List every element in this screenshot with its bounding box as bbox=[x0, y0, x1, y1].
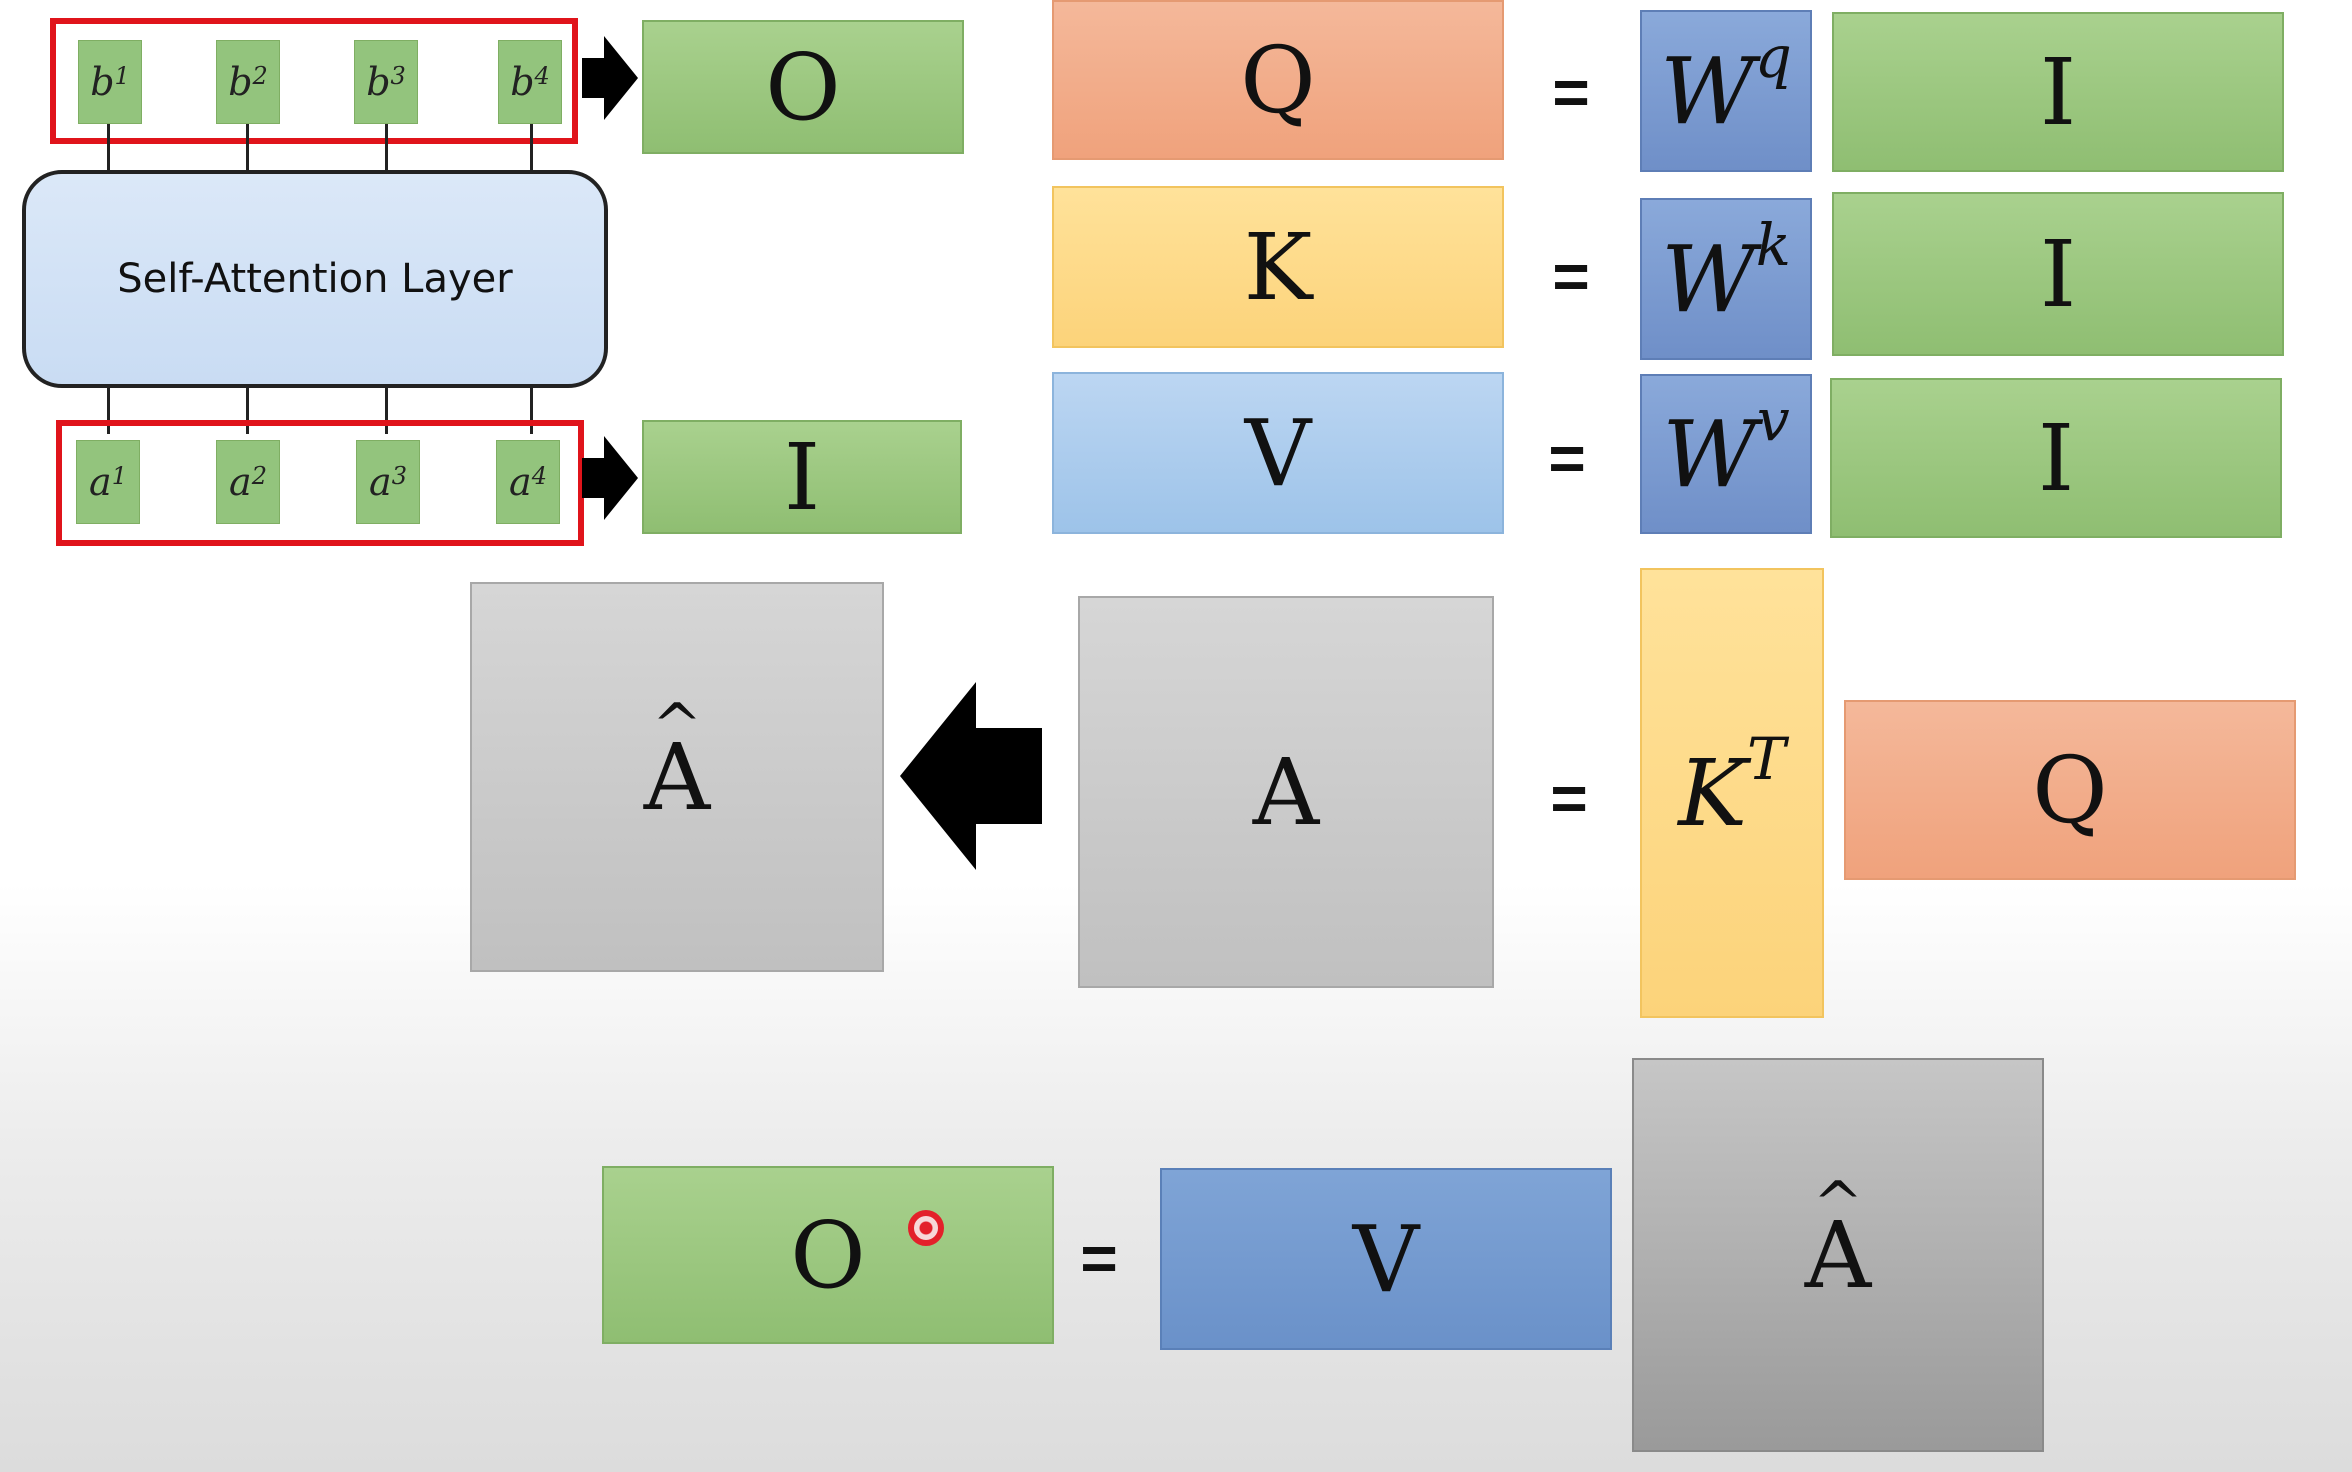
matrix-sup: v bbox=[1756, 386, 1790, 454]
matrix-label: A bbox=[1252, 738, 1320, 846]
matrix-a: A bbox=[1078, 596, 1494, 988]
output-vector-base: b bbox=[90, 60, 115, 104]
equals-sign: = bbox=[1536, 52, 1606, 132]
equals-sign: = bbox=[1064, 1218, 1134, 1298]
matrix-label: W bbox=[1661, 225, 1756, 333]
matrix-label: V bbox=[1352, 1205, 1420, 1313]
matrix-i-q: I bbox=[1832, 12, 2284, 172]
output-vector-base: b bbox=[510, 60, 535, 104]
matrix-v: V bbox=[1052, 372, 1504, 534]
matrix-label: I bbox=[2039, 38, 2077, 146]
input-matrix-i: I bbox=[642, 420, 962, 534]
matrix-label: I bbox=[2037, 404, 2075, 512]
output-vector-base: b bbox=[228, 60, 253, 104]
output-vector-sup: 2 bbox=[252, 62, 268, 90]
matrix-label: K bbox=[1678, 739, 1748, 847]
connector-line bbox=[246, 124, 249, 172]
matrix-a-hat-bottom: ^A bbox=[1632, 1058, 2044, 1452]
self-attention-layer: Self-Attention Layer bbox=[22, 170, 608, 388]
matrix-label: A bbox=[1804, 1201, 1872, 1309]
matrix-o-bottom: O bbox=[602, 1166, 1054, 1344]
matrix-label: O bbox=[765, 33, 841, 141]
connector-line bbox=[107, 388, 110, 434]
arrow-right-icon bbox=[582, 436, 638, 520]
matrix-q-attention: Q bbox=[1844, 700, 2296, 880]
output-vector-sup: 1 bbox=[114, 62, 130, 90]
matrix-label: I bbox=[783, 423, 821, 531]
connector-line bbox=[246, 388, 249, 434]
matrix-label: Q bbox=[1240, 26, 1316, 134]
equals-label: = bbox=[1550, 762, 1588, 834]
input-vector-base: a bbox=[89, 460, 112, 504]
matrix-k: K bbox=[1052, 186, 1504, 348]
matrix-a-hat: ^A bbox=[470, 582, 884, 972]
connector-line bbox=[385, 124, 388, 172]
matrix-q: Q bbox=[1052, 0, 1504, 160]
equals-sign: = bbox=[1534, 758, 1604, 838]
equals-sign: = bbox=[1536, 236, 1606, 316]
connector-line bbox=[107, 124, 110, 172]
hat-glyph: ^ bbox=[1812, 1168, 1864, 1239]
matrix-label: V bbox=[1244, 399, 1312, 507]
output-matrix-o: O bbox=[642, 20, 964, 154]
matrix-label: W bbox=[1662, 400, 1757, 508]
arrow-right-icon bbox=[582, 36, 638, 120]
arrow-left-icon bbox=[900, 682, 1042, 870]
matrix-sup: k bbox=[1755, 211, 1791, 279]
input-vector-base: a bbox=[229, 460, 252, 504]
matrix-i-k: I bbox=[1832, 192, 2284, 356]
output-vectors-box bbox=[50, 18, 578, 144]
equals-label: = bbox=[1548, 422, 1586, 494]
hat-glyph: ^ bbox=[651, 690, 703, 761]
matrix-label: A bbox=[643, 723, 711, 831]
input-vector-sup: 1 bbox=[111, 462, 127, 490]
matrix-v-bottom: V bbox=[1160, 1168, 1612, 1350]
matrix-label: K bbox=[1243, 213, 1313, 321]
equals-sign: = bbox=[1532, 418, 1602, 498]
equals-label: = bbox=[1080, 1222, 1118, 1294]
output-vector-base: b bbox=[366, 60, 391, 104]
input-vector-base: a bbox=[509, 460, 532, 504]
connector-line bbox=[530, 388, 533, 434]
matrix-label: O bbox=[790, 1201, 866, 1309]
matrix-label: Q bbox=[2032, 736, 2108, 844]
input-vector-base: a bbox=[369, 460, 392, 504]
connector-line bbox=[385, 388, 388, 434]
matrix-label: W bbox=[1660, 37, 1755, 145]
output-vector-sup: 4 bbox=[534, 62, 550, 90]
input-vectors-box bbox=[56, 420, 584, 546]
matrix-i-v: I bbox=[1830, 378, 2282, 538]
matrix-label: I bbox=[2039, 220, 2077, 328]
output-vector-sup: 3 bbox=[390, 62, 406, 90]
equals-label: = bbox=[1552, 240, 1590, 312]
connector-line bbox=[530, 124, 533, 172]
input-vector-sup: 4 bbox=[531, 462, 547, 490]
input-vector-sup: 2 bbox=[251, 462, 267, 490]
laser-pointer-dot bbox=[908, 1210, 944, 1246]
matrix-sup: T bbox=[1747, 725, 1786, 793]
layer-label: Self-Attention Layer bbox=[117, 256, 513, 302]
input-vector-sup: 3 bbox=[391, 462, 407, 490]
matrix-sup: q bbox=[1754, 23, 1792, 91]
equals-label: = bbox=[1552, 56, 1590, 128]
